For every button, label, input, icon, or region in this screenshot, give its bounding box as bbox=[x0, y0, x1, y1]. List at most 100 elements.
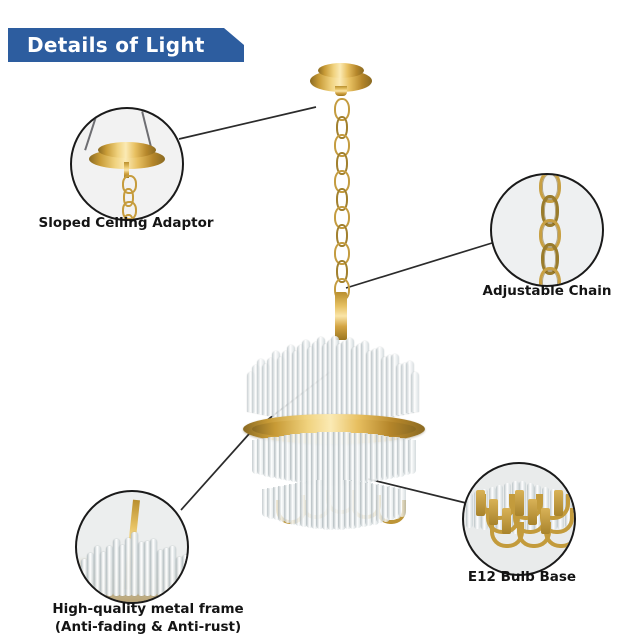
crystal-rod bbox=[251, 365, 260, 413]
crystal-rod bbox=[397, 438, 406, 477]
leader-line-sloped bbox=[178, 106, 317, 140]
callout-label-adjustable-chain: Adjustable Chain bbox=[482, 283, 612, 299]
crystal-rod bbox=[316, 432, 325, 486]
crystal-rod bbox=[370, 483, 379, 525]
crystal-rod bbox=[376, 484, 385, 524]
crystal-rod bbox=[262, 489, 270, 517]
crystal-rod bbox=[392, 487, 401, 519]
crystal-rod bbox=[271, 351, 280, 417]
bubble-frame-content bbox=[77, 492, 187, 602]
bulb-socket-loop bbox=[544, 522, 574, 548]
crystal-rod bbox=[349, 480, 358, 529]
crystal-rod bbox=[306, 346, 315, 422]
crystal-rod bbox=[321, 432, 330, 486]
crystal-rod bbox=[81, 559, 88, 596]
crystal-rod bbox=[87, 552, 95, 596]
crystal-rod bbox=[386, 355, 395, 417]
crystal-rod bbox=[261, 364, 270, 415]
crystal-rod bbox=[338, 480, 347, 530]
bulb-socket bbox=[541, 508, 550, 534]
hanging-chain bbox=[330, 98, 352, 301]
crystal-rod bbox=[296, 345, 305, 421]
crystal-rod bbox=[247, 372, 255, 412]
callout-label-e12-bulb-base: E12 Bulb Base bbox=[467, 569, 577, 585]
crystal-rod bbox=[327, 480, 336, 530]
crystal-rod bbox=[466, 493, 473, 528]
ceiling-canopy-cap bbox=[318, 63, 364, 78]
crystal-rod bbox=[112, 539, 120, 596]
crystal-rod bbox=[305, 481, 314, 528]
crystal-rod bbox=[371, 348, 380, 419]
crystal-rod bbox=[398, 489, 406, 517]
bubble-sloped-content bbox=[72, 109, 182, 219]
crystal-rod bbox=[338, 432, 347, 486]
crystal-rod bbox=[356, 343, 365, 421]
crystal-rod bbox=[144, 540, 151, 596]
callout-bubble-adjustable-chain bbox=[490, 173, 604, 287]
crystal-rod bbox=[310, 480, 319, 529]
canopy-stem bbox=[124, 162, 129, 178]
leader-line-frame bbox=[180, 433, 250, 511]
crystal-rod bbox=[381, 356, 390, 418]
crystal-rod bbox=[278, 485, 287, 522]
crystal-rod bbox=[156, 549, 164, 596]
canopy-nub bbox=[335, 86, 347, 96]
banner-title: Details of Light bbox=[27, 33, 205, 57]
crystal-rod bbox=[99, 552, 107, 596]
crystal-rod bbox=[150, 539, 158, 596]
crystal-rod bbox=[291, 350, 300, 420]
crystal-rod bbox=[262, 438, 271, 477]
crystal-rod bbox=[411, 372, 419, 412]
crystal-rod bbox=[289, 434, 298, 483]
crystal-rod bbox=[376, 346, 385, 419]
crystal-rod bbox=[131, 532, 139, 596]
downrod bbox=[335, 292, 347, 340]
crystal-rod bbox=[268, 437, 277, 478]
callout-bubble-metal-frame bbox=[75, 490, 189, 604]
crystal-rod bbox=[267, 487, 276, 519]
crystal-rod bbox=[406, 361, 415, 413]
crystal-rod bbox=[311, 432, 320, 486]
bulb-socket bbox=[489, 499, 498, 525]
crystal-rod bbox=[343, 480, 352, 530]
crystal-rod bbox=[266, 357, 275, 416]
crystal-rod bbox=[401, 362, 410, 414]
crystal-rod bbox=[300, 433, 309, 484]
bulb-socket bbox=[554, 490, 563, 516]
crystal-rod bbox=[316, 336, 325, 422]
crystal-rod bbox=[181, 555, 187, 596]
crystal-rod bbox=[359, 433, 368, 484]
crystal-rod bbox=[295, 433, 304, 484]
crystal-rod bbox=[408, 440, 416, 474]
crystal-rod bbox=[365, 482, 374, 526]
crystal-rod bbox=[137, 542, 145, 596]
crystal-rod bbox=[359, 482, 368, 527]
gold-ring-inner bbox=[252, 419, 416, 439]
crystal-rod bbox=[278, 435, 287, 481]
crystal-rod bbox=[300, 482, 309, 527]
lower-crystal-tier-lower bbox=[262, 478, 406, 540]
callout-bubble-sloped-ceiling-adaptor bbox=[70, 107, 184, 221]
crystal-rod bbox=[332, 432, 341, 486]
crystal-rod bbox=[276, 356, 285, 418]
section-banner: Details of Light bbox=[8, 28, 244, 62]
crystal-rod bbox=[125, 538, 133, 596]
crystal-rod bbox=[327, 432, 336, 486]
crystal-rod bbox=[364, 433, 373, 484]
crystal-rod bbox=[106, 545, 114, 596]
callout-label-sloped-ceiling-adaptor: Sloped Ceiling Adaptor bbox=[38, 215, 214, 231]
crystal-rod bbox=[283, 484, 292, 524]
bubble-bulb-content bbox=[464, 464, 574, 574]
crystal-rod bbox=[169, 546, 177, 596]
upper-crystal-tier bbox=[247, 336, 419, 428]
crystal-rod bbox=[326, 340, 335, 422]
crystal-rod bbox=[252, 440, 260, 474]
crystal-rod bbox=[305, 432, 314, 485]
crystal-rod bbox=[343, 432, 352, 486]
crystal-rod bbox=[381, 485, 390, 522]
crystal-rod bbox=[331, 336, 340, 422]
canopy-dome-top bbox=[98, 142, 156, 158]
ceiling-wire-left bbox=[84, 113, 98, 151]
bulb-socket bbox=[476, 490, 485, 516]
bulb-socket bbox=[515, 490, 524, 516]
